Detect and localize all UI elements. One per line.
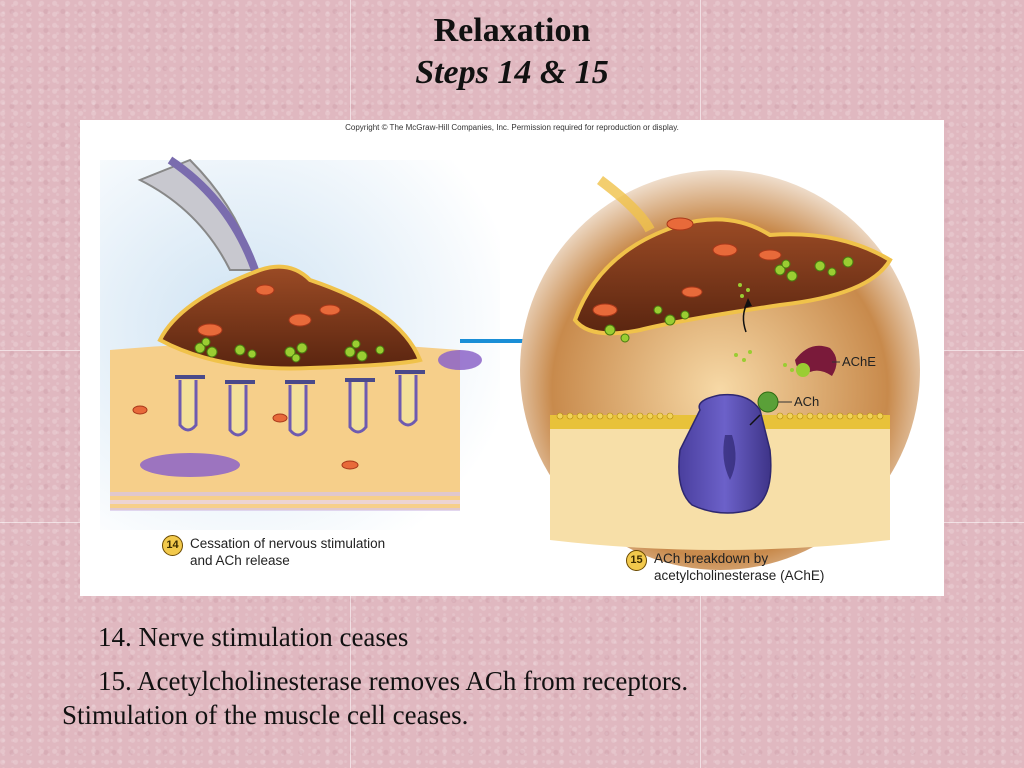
relaxation-figure: Copyright © The McGraw-Hill Companies, I… [80,120,944,596]
slide-body: 14. Nerve stimulation ceases 15. Acetylc… [62,620,962,742]
slide-title-block: Relaxation Steps 14 & 15 [0,10,1024,94]
copyright-notice: Copyright © The McGraw-Hill Companies, I… [345,123,679,132]
step-14-line1: Cessation of nervous stimulation [190,536,386,551]
ache-label: AChE [842,354,876,369]
step-14-badge: 14 [162,535,183,556]
step-14-caption: Cessation of nervous stimulation and ACh… [190,535,385,569]
right-panel [520,170,920,570]
body-step-15a: 15. Acetylcholinesterase removes ACh fro… [98,666,689,696]
slide-subtitle: Steps 14 & 15 [415,54,609,91]
step-15-caption: ACh breakdown by acetylcholinesterase (A… [654,550,824,584]
body-step-15b: Stimulation of the muscle cell ceases. [62,700,469,730]
step-14-line2: and ACh release [190,553,290,568]
step-15-badge: 15 [626,550,647,571]
step-15-line2: acetylcholinesterase (AChE) [654,568,825,583]
left-panel [100,156,500,530]
step-15-line1: ACh breakdown by [654,551,769,566]
slide-title: Relaxation [433,12,591,49]
neuromuscular-junction-illustration [100,156,920,570]
ach-label: ACh [794,394,820,409]
body-step-14: 14. Nerve stimulation ceases [98,622,409,652]
